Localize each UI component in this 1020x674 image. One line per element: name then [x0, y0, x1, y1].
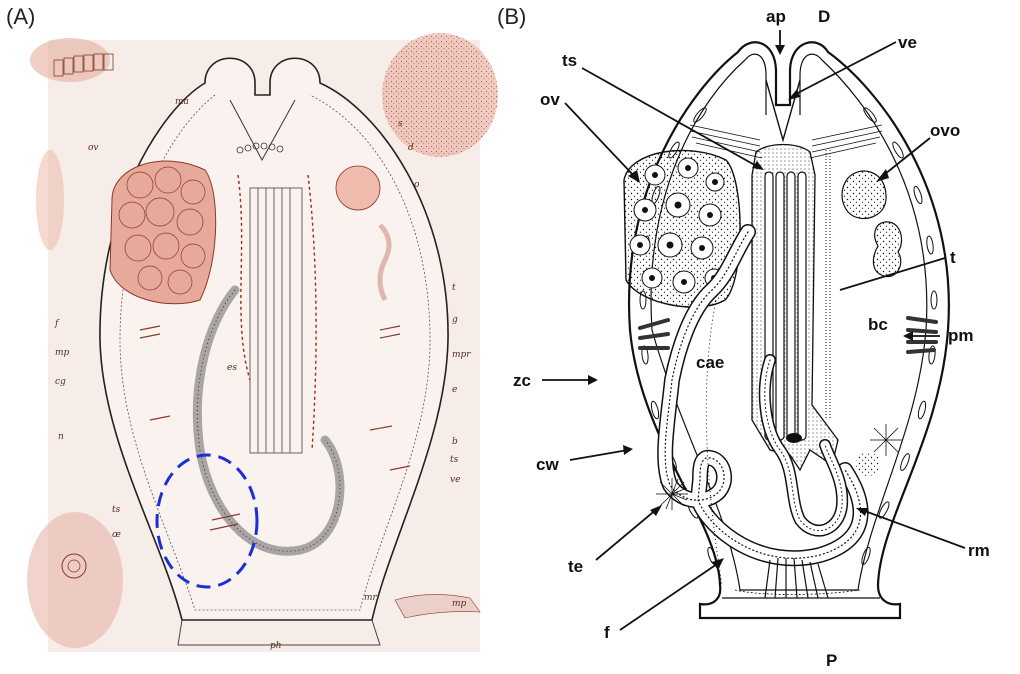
- label-zc: zc: [513, 371, 531, 390]
- hw-label-mp: mp: [55, 348, 70, 358]
- hw-label-es: es: [227, 363, 237, 373]
- label-t: t: [950, 248, 956, 267]
- hw-label-o: o: [414, 180, 420, 190]
- tissue-bottom-left: [27, 512, 123, 648]
- hw-label-mpr: mpr: [452, 350, 471, 360]
- panel-a-ovocyte: [336, 166, 380, 210]
- hw-label-s: s: [398, 119, 403, 129]
- hw-label-e: e: [452, 385, 457, 395]
- label-pm: pm: [948, 326, 974, 345]
- panel-b-label: (B): [497, 4, 526, 29]
- tissue-left-mid: [36, 150, 64, 250]
- hw-label-g: g: [452, 315, 458, 325]
- label-f: f: [604, 623, 610, 642]
- hw-label-mp-bottom: mp: [452, 599, 467, 609]
- hw-label-ma: ma: [175, 97, 189, 107]
- label-ov: ov: [540, 90, 560, 109]
- hw-label-ts-right: ts: [450, 455, 459, 465]
- panel-b-illustration: [624, 42, 949, 618]
- label-posterior: P: [826, 651, 837, 670]
- hw-label-t: t: [452, 283, 456, 293]
- hw-label-mr: mr: [364, 593, 378, 603]
- hw-label-ov: ov: [88, 143, 99, 153]
- tissue-top-left: [30, 38, 110, 82]
- hw-label-n: n: [58, 432, 64, 442]
- label-ts: ts: [562, 51, 577, 70]
- hw-label-ve: ve: [450, 475, 460, 485]
- hw-label-ph: ph: [270, 641, 282, 651]
- label-dorsal: D: [818, 7, 830, 26]
- hw-label-cg: cg: [55, 377, 66, 387]
- hw-label-oe: œ: [112, 530, 121, 540]
- hw-label-d: d: [408, 143, 414, 153]
- panel-b-ovocyte-2: [873, 222, 901, 277]
- panel-b-rosette-right: [870, 424, 902, 456]
- hw-label-b: b: [452, 437, 458, 447]
- panel-b-rosette-left: [656, 478, 688, 510]
- label-ovo: ovo: [930, 121, 960, 140]
- panel-b-nucleus: [786, 433, 802, 443]
- label-rm: rm: [968, 541, 990, 560]
- label-te: te: [568, 557, 583, 576]
- label-cw: cw: [536, 455, 559, 474]
- label-bc: bc: [868, 315, 888, 334]
- label-ap: ap: [766, 7, 786, 26]
- panel-b-dot-cluster: [856, 452, 880, 476]
- panel-a-illustration: [27, 33, 498, 652]
- label-ve: ve: [898, 33, 917, 52]
- tissue-top-right: [382, 33, 498, 157]
- label-cae: cae: [696, 353, 724, 372]
- hw-label-ts-left: ts: [112, 505, 121, 515]
- panel-a-label: (A): [6, 4, 35, 29]
